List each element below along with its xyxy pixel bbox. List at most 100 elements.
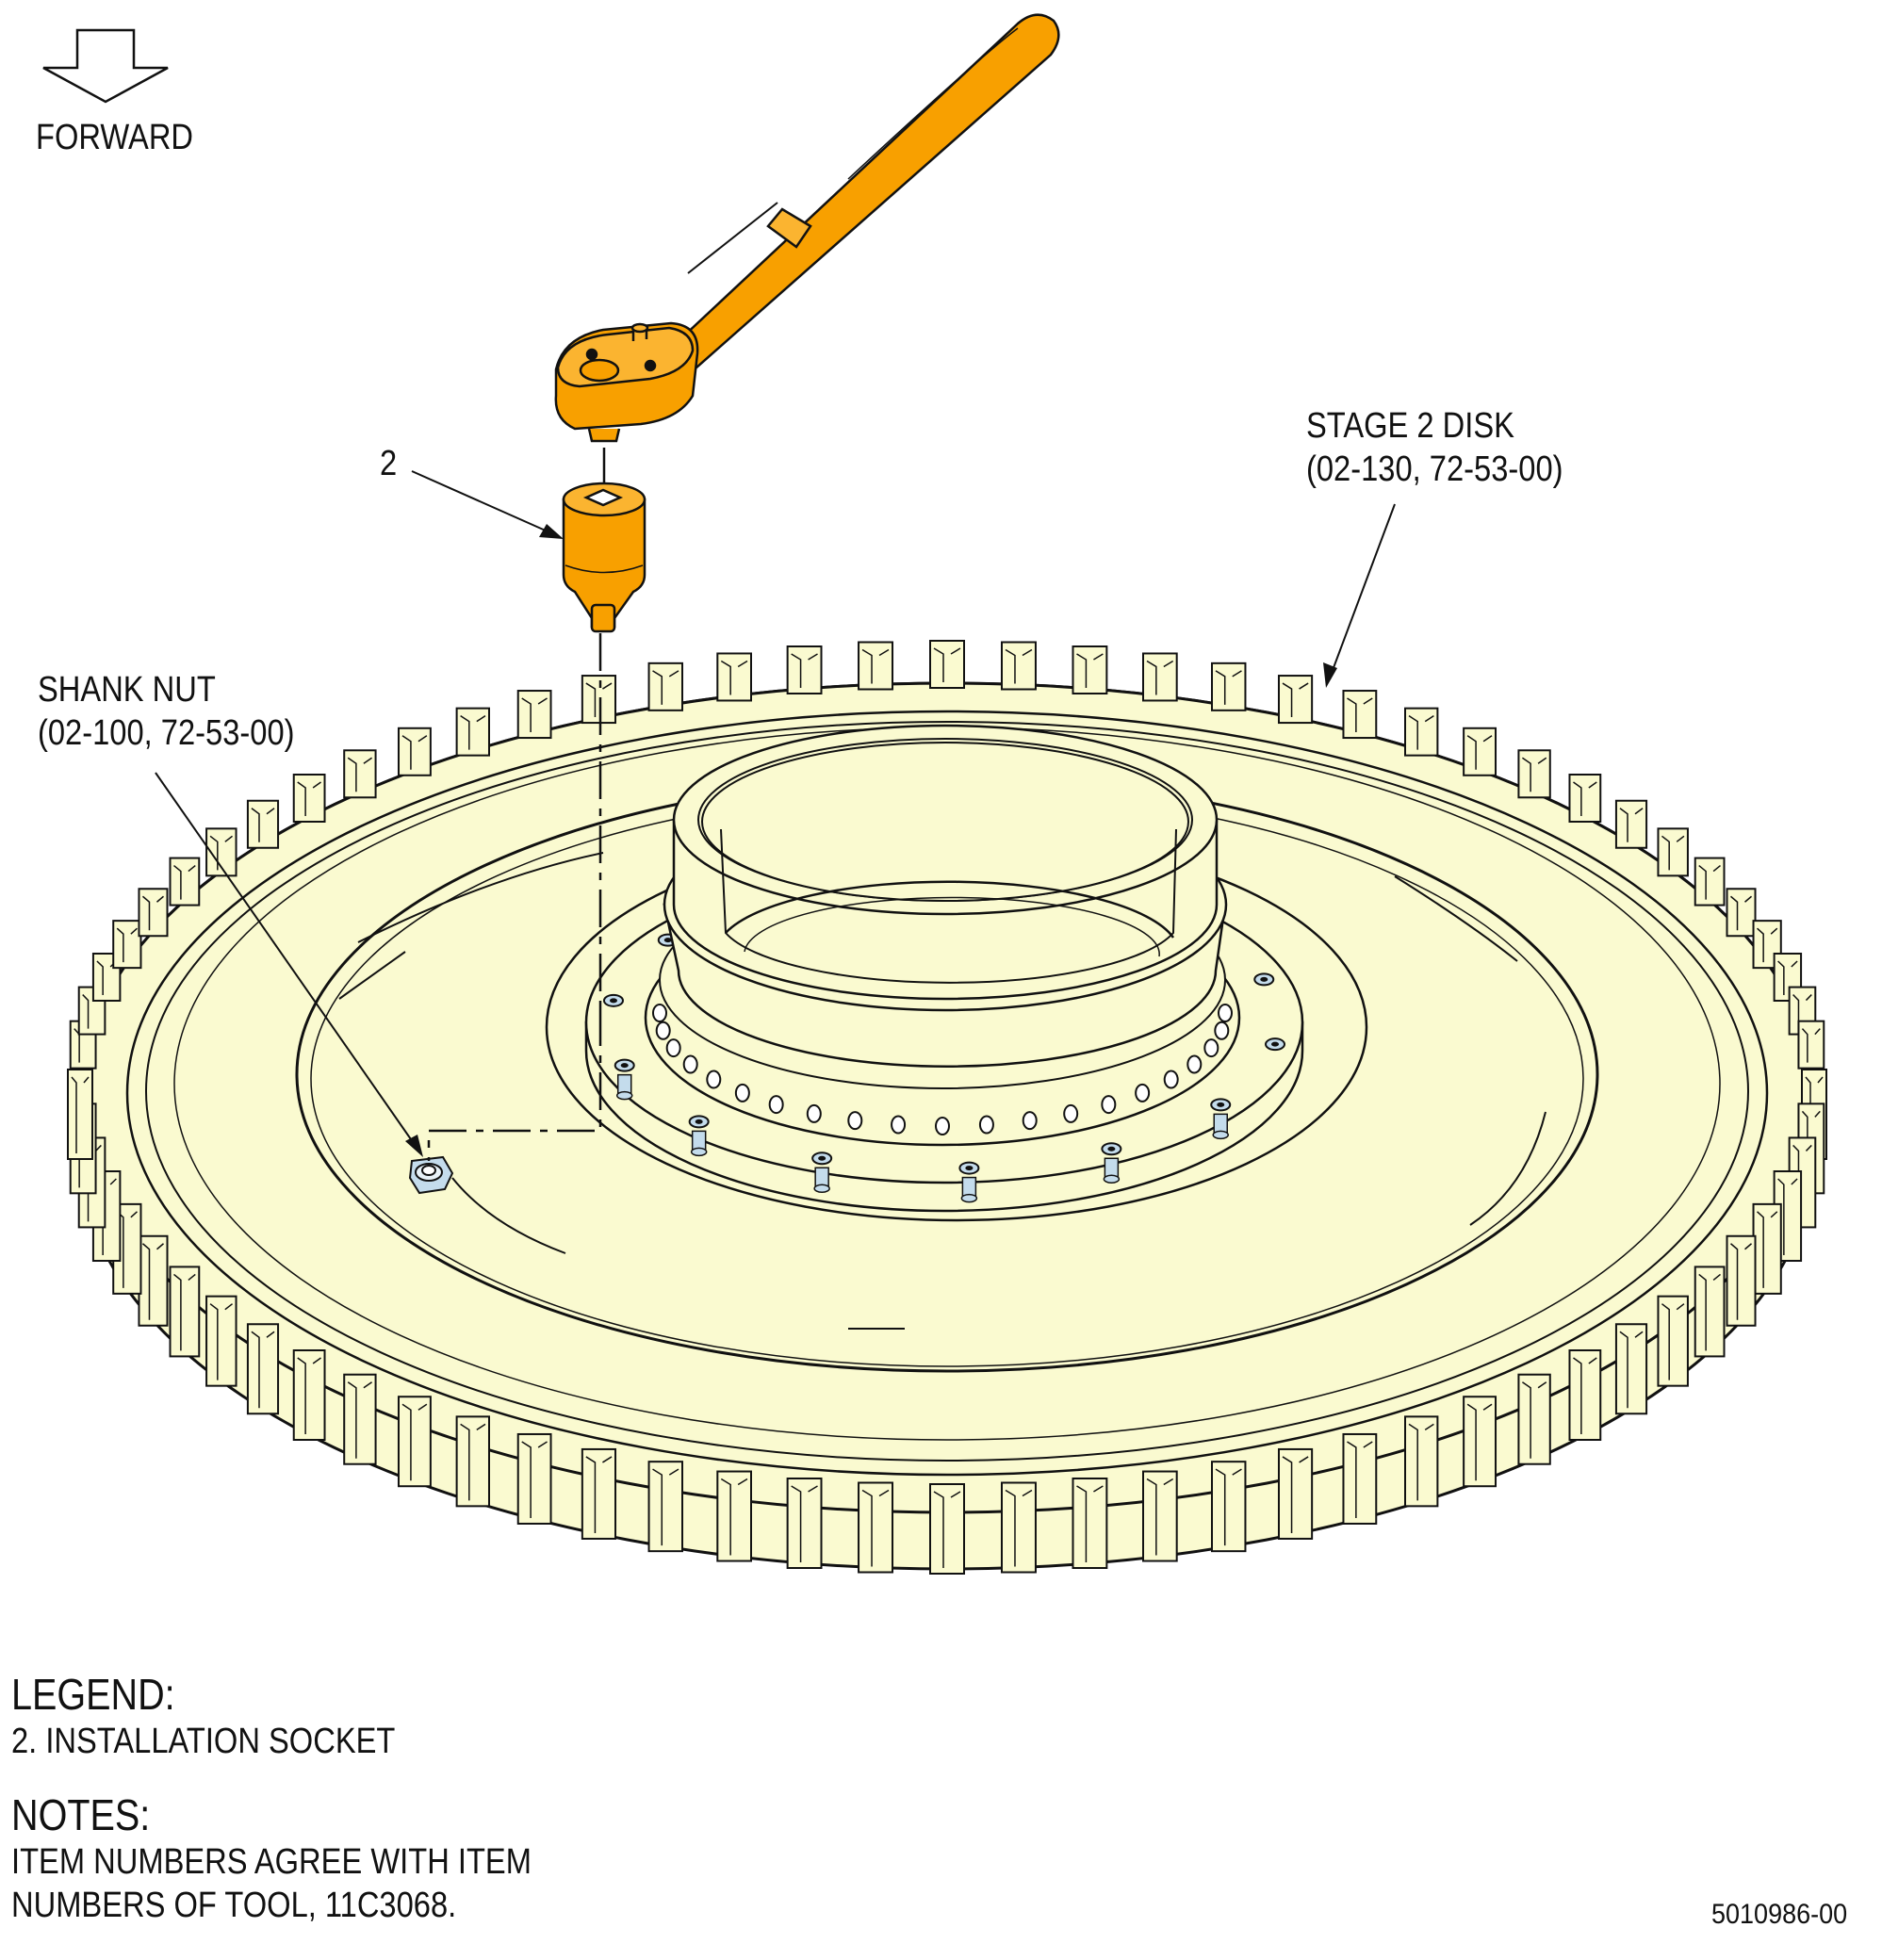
disk-dovetail-post — [581, 675, 617, 725]
disk-dovetail-post — [77, 986, 106, 1036]
disk-dovetail-post — [1072, 1477, 1108, 1569]
disk-dovetail-post — [343, 749, 377, 799]
disk-dovetail-post — [1141, 652, 1178, 702]
disk-dovetail-post — [292, 773, 326, 823]
disk-dovetail-post — [1000, 641, 1037, 691]
balance-hole — [1135, 1083, 1151, 1102]
disk-dovetail-post — [246, 1323, 280, 1415]
disk-dovetail-post — [1342, 1432, 1378, 1525]
disk-dovetail-post — [1726, 1234, 1757, 1327]
alignment-line — [427, 633, 602, 1161]
flange-bolt — [1101, 1142, 1122, 1184]
balance-hole — [1214, 1021, 1230, 1040]
notes-heading: NOTES: — [11, 1790, 151, 1839]
disk-dovetail-slots — [67, 640, 1827, 1575]
disk-dovetail-post — [786, 1477, 823, 1569]
disk-dovetail-post — [1657, 1295, 1689, 1387]
disk-dovetail-post — [1517, 1373, 1551, 1465]
disk-dovetail-post — [1000, 1481, 1037, 1574]
legend-item: 2. INSTALLATION SOCKET — [11, 1722, 396, 1761]
balance-hole — [1163, 1070, 1179, 1089]
balance-hole — [935, 1117, 950, 1135]
stage2-disk — [67, 640, 1827, 1575]
forward-label: FORWARD — [36, 118, 194, 157]
disk-dovetail-post — [205, 1295, 237, 1387]
disk-dovetail-post — [1797, 1020, 1825, 1070]
disk-dovetail-post — [397, 727, 432, 776]
notes-line: NUMBERS OF TOOL, 11C3068. — [11, 1886, 457, 1925]
disk-dovetail-post — [1404, 1415, 1439, 1508]
balance-hole — [1063, 1103, 1079, 1123]
legend-heading: LEGEND: — [11, 1670, 175, 1719]
balance-hole — [806, 1103, 822, 1123]
disk-dovetail-post — [786, 645, 823, 695]
disk-dovetail-post — [647, 662, 684, 711]
shank-nut — [408, 1155, 454, 1195]
balance-hole — [1101, 1095, 1117, 1115]
disk-dovetail-post — [1210, 1461, 1247, 1553]
disk-dovetail-post — [1463, 1396, 1497, 1488]
disk-dovetail-post — [1694, 1266, 1726, 1358]
down-arrow-icon — [42, 28, 169, 104]
balance-hole — [655, 1021, 671, 1040]
disk-dovetail-post — [112, 920, 142, 970]
balance-hole — [978, 1115, 994, 1135]
disk-dovetail-post — [1614, 799, 1648, 849]
shank-nut-label-line1: SHANK NUT — [38, 670, 216, 710]
leader-arrowheads — [405, 524, 1337, 1157]
disk-dovetail-post — [1752, 1202, 1782, 1295]
flange-bolt — [1210, 1098, 1232, 1140]
disk-dovetail-post — [1277, 675, 1314, 725]
disk-dovetail-post — [138, 1234, 169, 1327]
figure-number: 5010986-00 — [1711, 1899, 1848, 1930]
hub-balance-holes — [652, 1004, 1233, 1135]
disk-dovetail-post — [1568, 773, 1602, 823]
ratchet-wrench — [554, 13, 1060, 443]
disk-dovetail-post — [1072, 645, 1108, 695]
disk-dovetail-post — [1773, 952, 1803, 1002]
disk-dovetail-post — [929, 1483, 965, 1575]
disk-dovetail-post — [397, 1396, 432, 1488]
disk-dovetail-post — [343, 1373, 377, 1465]
disk-dovetail-post — [716, 1470, 753, 1562]
stage2-disk-label-line2: (02-130, 72-53-00) — [1306, 449, 1563, 489]
shank-nut-label-line2: (02-100, 72-53-00) — [38, 713, 295, 753]
stage2-disk-label-line1: STAGE 2 DISK — [1306, 406, 1514, 446]
flange-bolt — [811, 1152, 833, 1194]
disk-dovetail-post — [1141, 1470, 1178, 1562]
disk-dovetail-post — [455, 1415, 490, 1508]
notes-line: ITEM NUMBERS AGREE WITH ITEM — [11, 1842, 532, 1882]
disk-dovetail-post — [1463, 727, 1497, 776]
balance-hole — [847, 1111, 863, 1131]
disk-dovetail-post — [581, 1447, 617, 1540]
disk-dovetail-post — [1568, 1349, 1602, 1442]
flange-bolt — [602, 993, 624, 1007]
disk-dovetail-post — [516, 690, 552, 740]
disk-dovetail-post — [858, 641, 894, 691]
leader-lines — [155, 470, 1396, 1152]
disk-dovetail-post — [67, 1069, 93, 1160]
installation-socket — [562, 482, 646, 633]
disk-dovetail-post — [1404, 707, 1439, 757]
disk-dovetail-post — [455, 707, 490, 757]
disk-dovetail-post — [929, 640, 965, 689]
disk-dovetail-post — [1210, 662, 1247, 711]
disk-dovetail-post — [169, 1266, 201, 1358]
balance-hole — [768, 1095, 784, 1115]
disk-dovetail-post — [169, 857, 201, 906]
disk-dovetail-post — [1342, 690, 1378, 740]
flange-bolt — [688, 1115, 710, 1157]
balance-hole — [891, 1115, 907, 1135]
disk-dovetail-post — [292, 1349, 326, 1442]
disk-dovetail-post — [1694, 857, 1726, 906]
balance-hole — [1218, 1004, 1233, 1022]
flange-bolt — [1265, 1037, 1286, 1052]
balance-hole — [1203, 1038, 1219, 1058]
flange-bolt — [1253, 972, 1275, 987]
disk-dovetail-post — [138, 888, 169, 938]
disk-dovetail-post — [858, 1481, 894, 1574]
flange-bolt — [614, 1058, 635, 1101]
balance-hole — [665, 1038, 681, 1058]
disk-dovetail-post — [1657, 827, 1689, 877]
